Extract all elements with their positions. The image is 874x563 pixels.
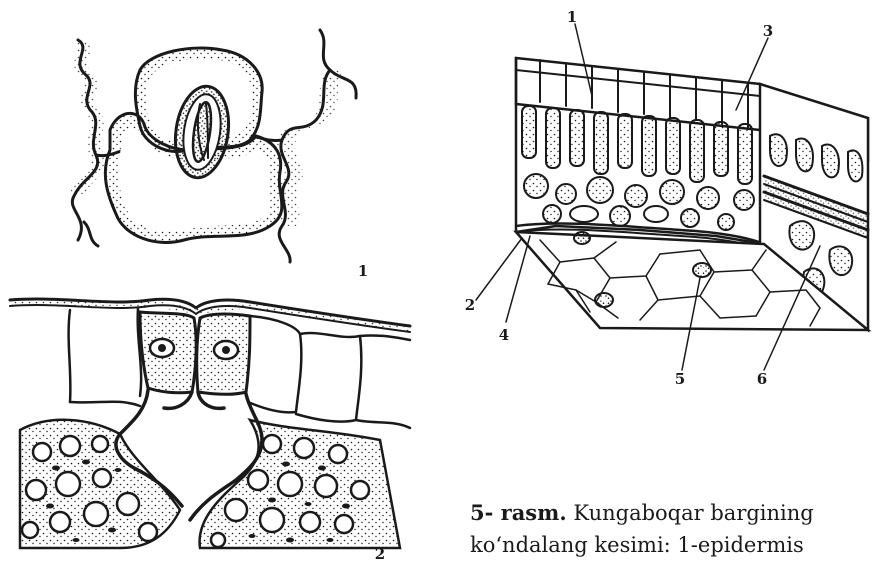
caption-line-1: 5- rasm. Kungaboqar bargining — [470, 497, 874, 529]
stoma-cross-section-drawing — [10, 299, 410, 548]
caption-figure-number: 5- rasm. — [470, 500, 567, 525]
label-5: 5 — [675, 370, 685, 388]
caption-line-2: ko‘ndalang kesimi: 1-epidermis — [470, 529, 874, 561]
label-3: 3 — [763, 22, 773, 40]
figure-caption: 5- rasm. Kungaboqar bargining ko‘ndalang… — [470, 497, 874, 561]
label-6: 6 — [757, 370, 767, 388]
label-4: 4 — [499, 326, 509, 344]
label-2: 2 — [465, 296, 475, 314]
stoma-surface-view-drawing — [68, 30, 356, 262]
leaf-cross-section-drawing — [476, 24, 868, 370]
caption-line-1-text: Kungaboqar bargining — [573, 501, 813, 525]
label-1: 1 — [567, 8, 577, 26]
figure-1-number: 1 — [358, 262, 368, 280]
figure-2-number: 2 — [375, 545, 385, 563]
